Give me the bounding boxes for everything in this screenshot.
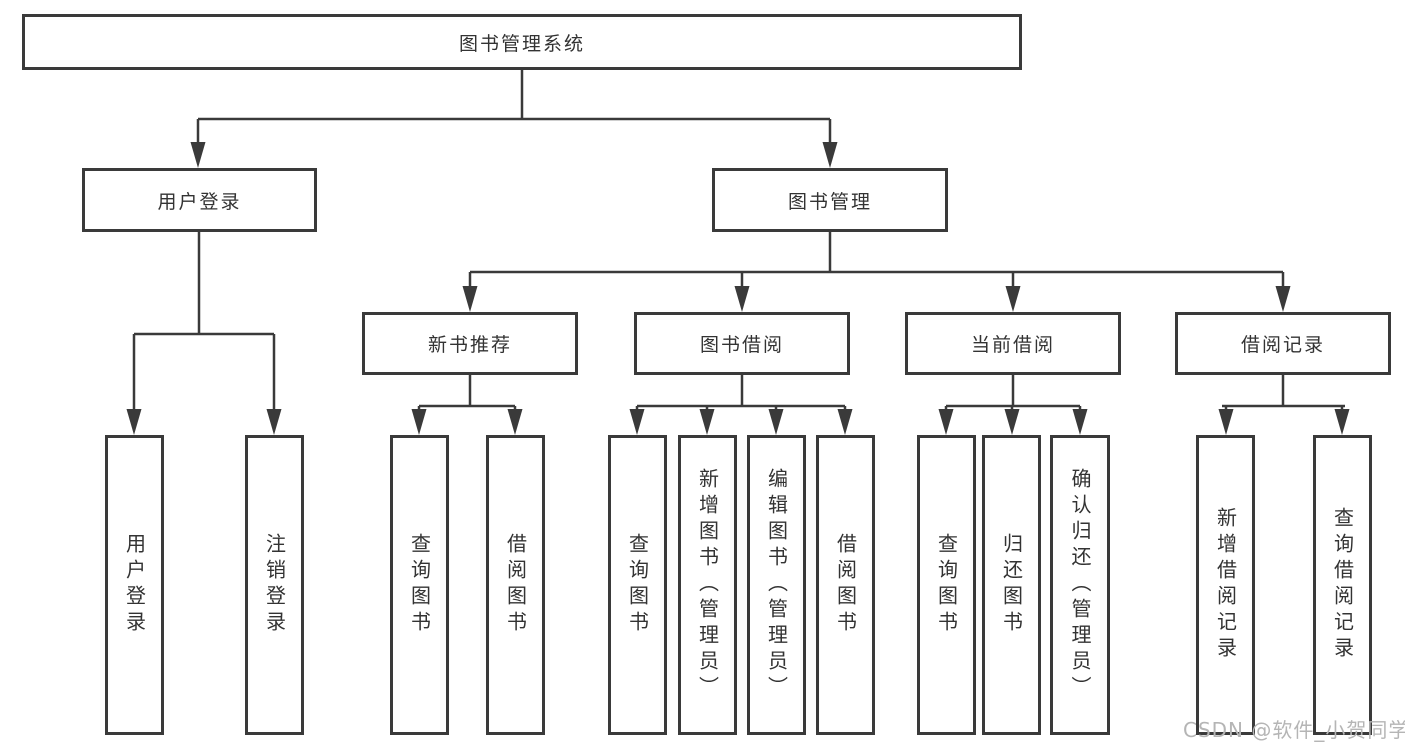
node-library-system: 图书管理系统 — [22, 14, 1022, 70]
leaf-add-borrow-record: 新增借阅记录 — [1196, 435, 1255, 735]
node-book-borrow: 图书借阅 — [634, 312, 850, 375]
leaf-logout: 注销登录 — [245, 435, 304, 735]
leaf-query-books-recommend: 查询图书 — [390, 435, 449, 735]
leaf-query-borrow-record: 查询借阅记录 — [1313, 435, 1372, 735]
node-current-borrow: 当前借阅 — [905, 312, 1121, 375]
leaf-return-book: 归还图书 — [982, 435, 1041, 735]
connector-root-to-level2 — [196, 70, 832, 146]
connector-new-book-to-leaves — [417, 375, 517, 413]
connector-current-borrow-to-leaves — [944, 375, 1082, 413]
csdn-watermark: CSDN @软件_小贺同学 — [1183, 718, 1405, 742]
leaf-query-books-current: 查询图书 — [917, 435, 976, 735]
leaf-add-book-admin: 新增图书（管理员） — [678, 435, 737, 735]
connector-borrow-records-to-leaves — [1222, 375, 1345, 413]
leaf-query-books-borrow: 查询图书 — [608, 435, 667, 735]
node-borrow-records: 借阅记录 — [1175, 312, 1391, 375]
leaf-edit-book-admin: 编辑图书（管理员） — [747, 435, 806, 735]
leaf-borrow-books-recommend: 借阅图书 — [486, 435, 545, 735]
arrowheads — [126, 142, 1350, 435]
node-new-book-recommend: 新书推荐 — [362, 312, 578, 375]
leaf-borrow-books: 借阅图书 — [816, 435, 875, 735]
node-user-login-branch: 用户登录 — [82, 168, 317, 232]
connector-user-login-to-leaves — [132, 232, 276, 413]
connector-book-mgmt-to-level3 — [468, 232, 1285, 290]
node-book-management-branch: 图书管理 — [712, 168, 948, 232]
connector-book-borrow-to-leaves — [635, 375, 847, 413]
leaf-confirm-return-admin: 确认归还（管理员） — [1050, 435, 1110, 735]
leaf-user-login: 用户登录 — [105, 435, 164, 735]
